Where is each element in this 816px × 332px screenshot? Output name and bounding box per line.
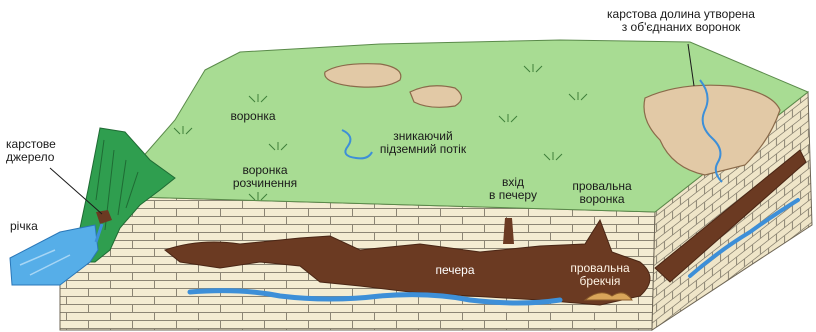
label-river: річка xyxy=(10,220,50,233)
label-sinkhole: воронка xyxy=(218,110,288,123)
label-karst-spring-line2: джерело xyxy=(6,151,76,164)
label-karst-spring: карстове джерело xyxy=(6,138,76,164)
label-collapse-sinkhole-line2: воронка xyxy=(562,193,642,206)
label-cave-entrance-line2: в печеру xyxy=(478,189,548,202)
label-collapse-sinkhole: провальна воронка xyxy=(562,180,642,206)
sinkhole-depression-2 xyxy=(410,86,462,108)
label-karst-valley: карстова долина утворена з об'єднаних во… xyxy=(596,8,766,34)
label-cave-entrance: вхід в печеру xyxy=(478,176,548,202)
label-disappearing-stream: зникаючий підземний потік xyxy=(368,130,478,156)
label-cave: печера xyxy=(425,264,485,277)
label-solution-sinkhole: воронка розчинення xyxy=(220,164,310,190)
label-solution-sinkhole-line2: розчинення xyxy=(220,177,310,190)
sinkhole-depression-1 xyxy=(325,64,401,87)
label-collapse-breccia-line2: брекчія xyxy=(560,275,640,288)
label-disappearing-stream-line2: підземний потік xyxy=(368,143,478,156)
label-collapse-breccia: провальна брекчія xyxy=(560,262,640,288)
label-karst-valley-line2: з об'єднаних воронок xyxy=(596,21,766,34)
